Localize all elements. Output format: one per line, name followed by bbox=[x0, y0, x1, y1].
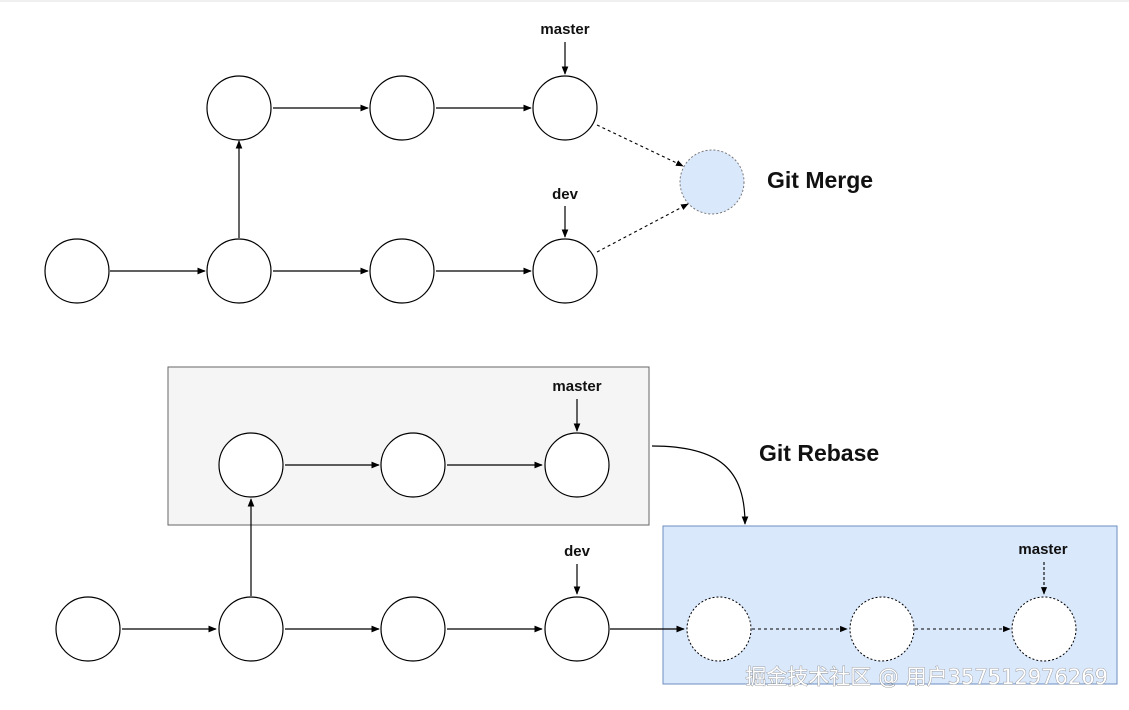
commit-node bbox=[380, 596, 446, 662]
merge-title: Git Merge bbox=[767, 167, 873, 193]
watermark-text: 掘金技术社区 @ 用户357512976269 bbox=[745, 665, 1108, 689]
commit-node bbox=[218, 432, 284, 498]
merge-dashed-edge bbox=[596, 203, 689, 253]
commit-node bbox=[206, 238, 272, 304]
merge-master-label: master bbox=[540, 21, 589, 38]
merge-dev-label: dev bbox=[552, 186, 579, 203]
commit-node bbox=[55, 596, 121, 662]
commit-node bbox=[44, 238, 110, 304]
rebase-title: Git Rebase bbox=[759, 440, 879, 466]
commit-node bbox=[532, 75, 598, 141]
commit-node bbox=[218, 596, 284, 662]
commit-node bbox=[369, 238, 435, 304]
merge-commit-node bbox=[679, 149, 745, 215]
rebased-commit-node bbox=[1011, 596, 1077, 662]
top-divider bbox=[0, 0, 1129, 2]
rebase-box-master-label: master bbox=[552, 378, 601, 395]
rebased-commit-node bbox=[686, 596, 752, 662]
merge-dashed-edge bbox=[596, 124, 684, 167]
rebase-section: master dev master Git Rebase bbox=[55, 366, 1118, 685]
rebase-result-master-label: master bbox=[1018, 541, 1067, 558]
commit-node bbox=[380, 432, 446, 498]
rebased-commit-node bbox=[849, 596, 915, 662]
merge-section: master dev Git Merge bbox=[44, 21, 873, 304]
commit-node bbox=[532, 238, 598, 304]
commit-node bbox=[369, 75, 435, 141]
rebase-dev-label: dev bbox=[564, 543, 591, 560]
rebase-move-arrow bbox=[651, 445, 749, 525]
commit-node bbox=[544, 596, 610, 662]
commit-node bbox=[544, 432, 610, 498]
commit-node bbox=[206, 75, 272, 141]
